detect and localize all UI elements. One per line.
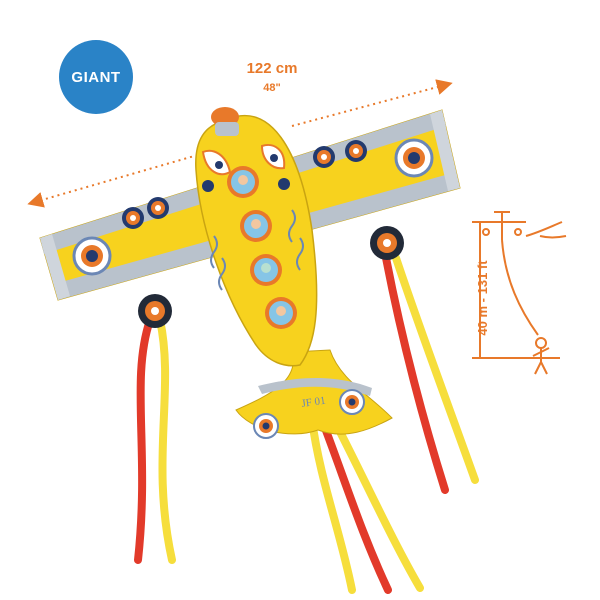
- giant-badge-label: GIANT: [71, 68, 121, 86]
- porthole-4: [265, 297, 297, 329]
- cockpit-eyes: [201, 144, 290, 192]
- ribbon-yellow-tail-1: [308, 416, 356, 594]
- tail-roundel-left: [253, 413, 279, 439]
- nose-cap: [211, 107, 239, 136]
- height-label: 40 m - 131 ft: [475, 260, 490, 336]
- ribbon-red-right: [382, 254, 449, 494]
- ribbon-yellow-tail-2: [330, 416, 424, 592]
- width-metric-label: 122 cm: [246, 60, 298, 77]
- wheel-left: [138, 294, 172, 328]
- height-indicator: [472, 211, 567, 375]
- ribbons: [134, 254, 479, 594]
- ribbon-yellow-left: [156, 316, 176, 564]
- engines: [122, 140, 367, 229]
- tail-fin: [235, 349, 393, 439]
- wheel-right: [370, 226, 404, 260]
- ribbon-yellow-right: [392, 254, 479, 484]
- wing-roundel-left: [72, 236, 112, 276]
- wing-roundel-right: [394, 138, 434, 178]
- ribbon-red-tail: [318, 416, 392, 594]
- giant-badge: GIANT: [59, 40, 133, 114]
- fuselage-doodles: [210, 209, 304, 291]
- porthole-2: [240, 210, 272, 242]
- ribbon-red-left: [134, 316, 154, 564]
- porthole-1: [227, 166, 259, 198]
- tail-roundel-right: [339, 389, 365, 415]
- width-dimension-arrows: [27, 79, 453, 208]
- plane-id-text: JF 01: [301, 395, 327, 410]
- porthole-3: [250, 254, 282, 286]
- width-imperial-label: 48": [263, 82, 281, 94]
